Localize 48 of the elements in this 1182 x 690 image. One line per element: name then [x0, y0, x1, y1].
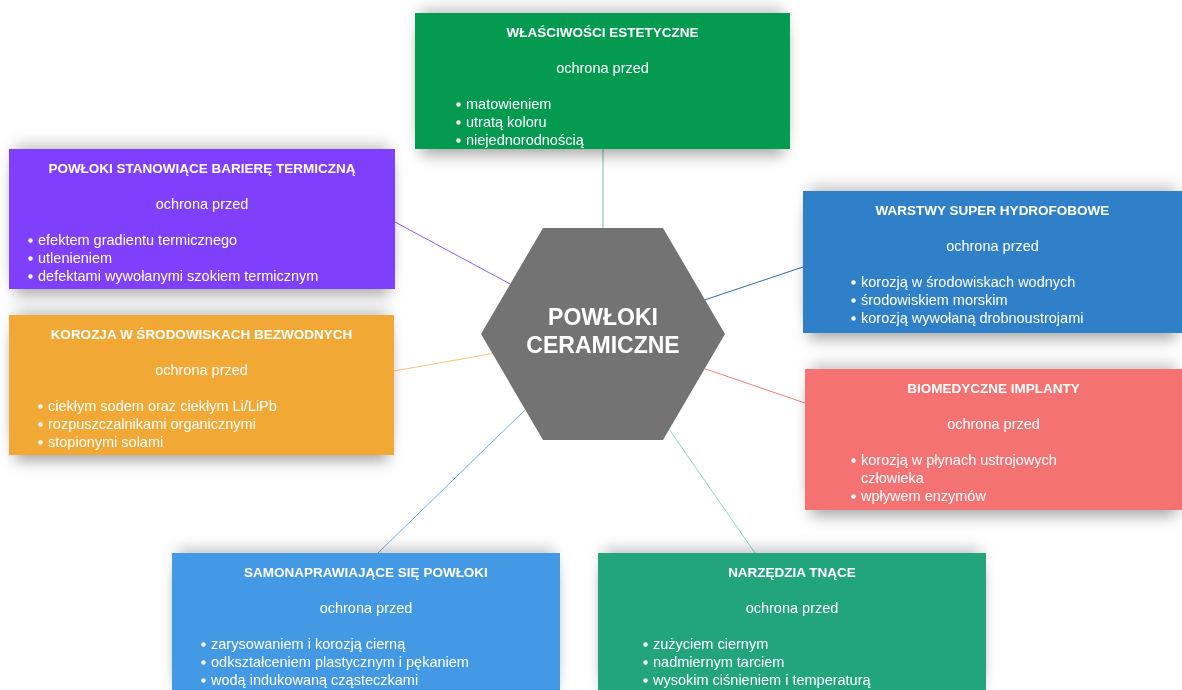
connector-line	[668, 428, 756, 554]
card-subtitle: ochrona przed	[945, 237, 1040, 255]
topic-card	[415, 13, 790, 149]
card-subtitle: ochrona przed	[946, 415, 1041, 433]
connector-line	[394, 221, 511, 285]
bullet-item: wpływem enzymów	[861, 488, 986, 504]
bullet-item: zużyciem ciernym	[653, 636, 769, 652]
connector-line	[377, 409, 526, 554]
card-subtitle: ochrona przed	[154, 195, 250, 213]
card-heading: WŁAŚCIWOŚCI ESTETYCZNE	[505, 24, 700, 42]
topic-card	[805, 369, 1182, 510]
bullet-item: zarysowaniem i korozją cierną	[211, 636, 406, 652]
bullet-item: utlenieniem	[38, 250, 113, 266]
bullet-item: środowiskiem morskim	[861, 292, 1008, 308]
topic-card	[9, 315, 394, 455]
card-subtitle: ochrona przed	[744, 599, 840, 617]
bullet-item: korozją w środowiskach wodnych	[861, 274, 1076, 290]
card-subtitle: ochrona przed	[154, 361, 249, 379]
topic-card	[9, 149, 395, 289]
card-heading: BIOMEDYCZNE IMPLANTY	[906, 380, 1081, 398]
connector-line	[602, 148, 604, 229]
card-heading: NARZĘDZIA TNĄCE	[727, 564, 857, 582]
bullet-item: korozją wywołaną drobnoustrojami	[861, 310, 1084, 326]
center-title: POWŁOKI CERAMICZNE	[525, 303, 681, 359]
card-heading: SAMONAPRAWIAJĄCE SIĘ POWŁOKI	[243, 564, 489, 582]
bullet-item: efektem gradientu termicznego	[38, 232, 238, 248]
topic-card	[172, 553, 560, 690]
connector-line	[393, 353, 493, 372]
card-subtitle: ochrona przed	[555, 59, 650, 77]
bullet-item: wysokim ciśnieniem i temperaturą	[653, 672, 871, 688]
topic-card	[598, 553, 986, 690]
bullet-item: defektami wywołanymi szokiem termicznym	[38, 268, 319, 284]
bullet-item: nadmiernym tarciem	[653, 654, 785, 670]
bullet-item: niejednorodnością	[466, 132, 584, 148]
bullet-item: stopionymi solami	[48, 434, 164, 450]
topic-card	[803, 191, 1182, 333]
bullet-item: wodą indukowaną cząsteczkami	[211, 672, 419, 688]
card-heading: POWŁOKI STANOWIĄCE BARIERĘ TERMICZNĄ	[47, 160, 357, 178]
bullet-item: rozpuszczalnikami organicznymi	[48, 416, 256, 432]
connector-line	[704, 266, 804, 301]
card-subtitle: ochrona przed	[318, 599, 414, 617]
connector-line	[704, 368, 806, 404]
bullet-item: matowieniem	[466, 96, 552, 112]
card-heading: KOROZJA W ŚRODOWISKACH BEZWODNYCH	[49, 326, 354, 344]
bullet-item: utratą koloru	[466, 114, 547, 130]
bullet-item: ciekłym sodem oraz ciekłym Li/LiPb	[48, 398, 277, 414]
card-heading: WARSTWY SUPER HYDROFOBOWE	[874, 202, 1111, 220]
bullet-item: odkształceniem plastycznym i pękaniem	[211, 654, 469, 670]
